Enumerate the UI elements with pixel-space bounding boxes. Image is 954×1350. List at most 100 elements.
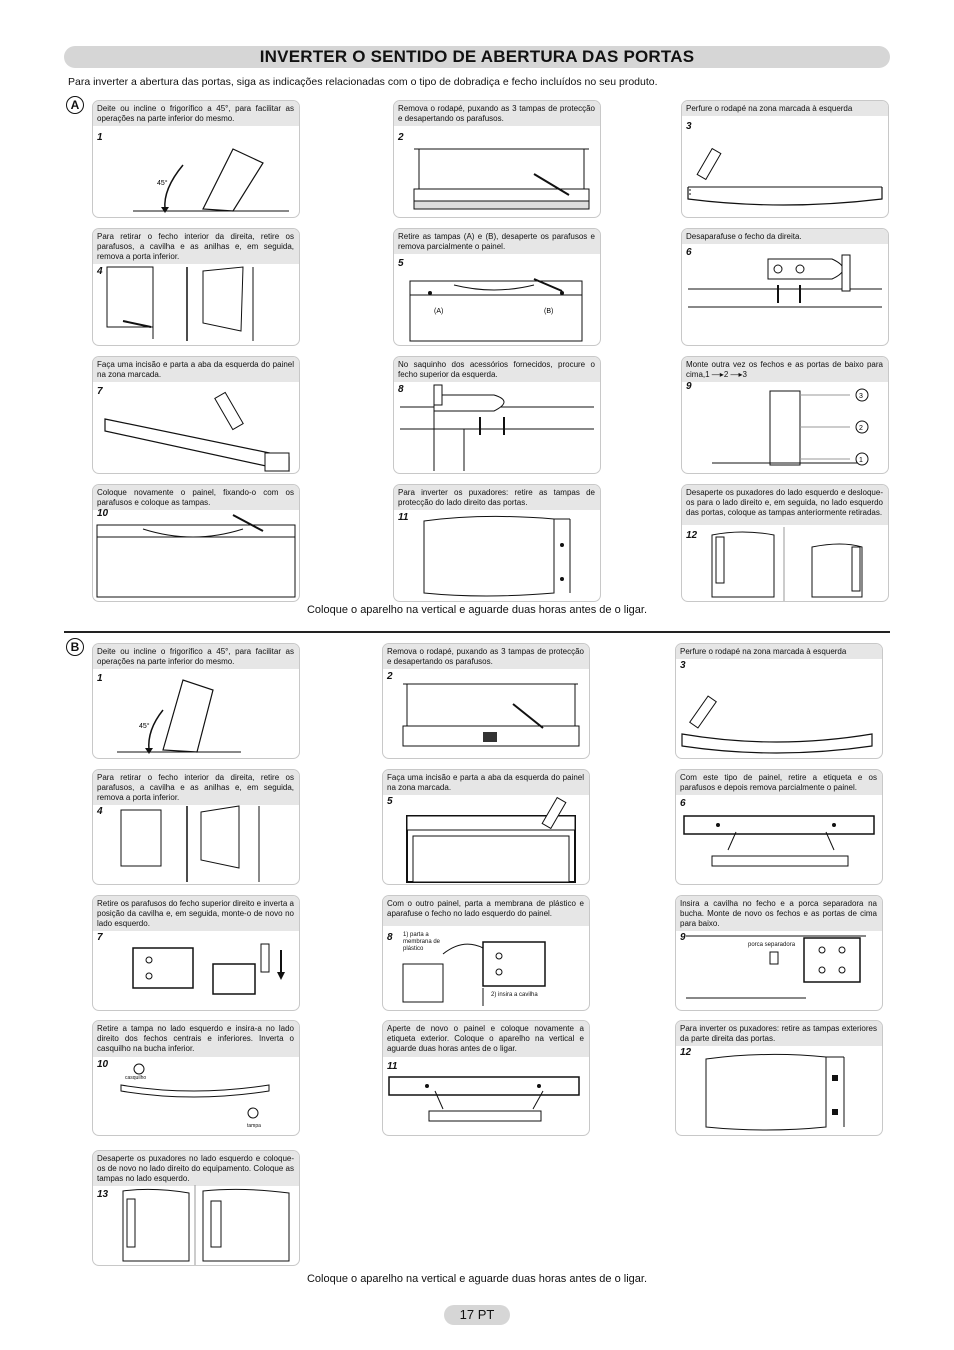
step-caption: Remova o rodapé, puxando as 3 tampas de … xyxy=(394,101,600,126)
b-step-13: Desaperte os puxadores no lado esquerdo … xyxy=(92,1150,300,1266)
panel-caps-illustration: (A) (B) xyxy=(409,278,583,342)
refit-panel-illustration xyxy=(96,514,296,598)
step-number: 2 xyxy=(387,671,393,682)
remove-label-illustration xyxy=(683,815,875,867)
sub-label-1: 1) parta a membrana de plástico xyxy=(403,932,441,952)
a-step-12: Desaperte os puxadores do lado esquerdo … xyxy=(681,484,889,602)
perforate-panel-illustration xyxy=(687,147,883,206)
swap-caps-illustration xyxy=(120,1063,270,1119)
step-caption: Deite ou incline o frigorífico a 45°, pa… xyxy=(93,101,299,126)
b-step-11: Aperte de novo o painel e coloque novame… xyxy=(382,1020,590,1136)
step-caption: Retire a tampa no lado esquerdo e insira… xyxy=(93,1021,299,1057)
step-caption-text: Monte outra vez os fechos e as portas de… xyxy=(686,360,883,379)
step-number: 12 xyxy=(686,530,698,541)
step-number: 11 xyxy=(398,512,409,523)
b-step-2: Remova o rodapé, puxando as 3 tampas de … xyxy=(382,643,590,759)
step-caption: Faça uma incisão e parta a aba da esquer… xyxy=(93,357,299,382)
separator-nut-illustration xyxy=(686,935,866,999)
step-caption: Desaparafuse o fecho da direita. xyxy=(682,229,888,244)
b-step-1: Deite ou incline o frigorífico a 45°, pa… xyxy=(92,643,300,759)
b-step-3: Perfure o rodapé na zona marcada à esque… xyxy=(675,643,883,759)
step-caption: Para retirar o fecho interior da direita… xyxy=(93,770,299,805)
base-panel-illustration xyxy=(402,683,580,747)
step-caption: Remova o rodapé, puxando as 3 tampas de … xyxy=(383,644,589,669)
step-caption: Retire os parafusos do fecho superior di… xyxy=(93,896,299,931)
step-number: 4 xyxy=(97,806,103,817)
marker-2: 2 xyxy=(859,425,863,432)
bushing-label: casquilho xyxy=(125,1075,147,1081)
cut-flap-illustration xyxy=(104,391,290,472)
step-caption: Deite ou incline o frigorífico a 45°, pa… xyxy=(93,644,299,669)
b-step-6: Com este tipo de painel, retire a etique… xyxy=(675,769,883,885)
marker-1: 1 xyxy=(859,457,863,464)
cut-panel-illustration xyxy=(406,796,576,883)
step-number: 5 xyxy=(387,796,393,807)
move-handles-illustration xyxy=(711,527,863,601)
step-caption: Faça uma incisão e parta a aba da esquer… xyxy=(383,770,589,795)
angle-label: 45° xyxy=(157,179,168,187)
section-divider xyxy=(64,631,890,633)
tilt-fridge-illustration: 45° xyxy=(133,148,289,213)
b-step-12: Para inverter os puxadores: retire as ta… xyxy=(675,1020,883,1136)
move-handles-illustration xyxy=(122,1185,290,1265)
step-caption: Desaperte os puxadores do lado esquerdo … xyxy=(682,485,888,525)
sequence-3: 3 xyxy=(742,370,747,379)
b-step-5: Faça uma incisão e parta a aba da esquer… xyxy=(382,769,590,885)
step-number: 8 xyxy=(387,932,393,943)
section-a-note: Coloque o aparelho na vertical e aguarde… xyxy=(306,604,647,616)
step-number: 3 xyxy=(686,121,692,132)
step-number: 5 xyxy=(398,258,404,269)
step-caption: Monte outra vez os fechos e as portas de… xyxy=(682,357,888,382)
step-caption: Com o outro painel, parta a membrana de … xyxy=(383,896,589,926)
step-caption: Insira a cavilha no fecho e a porca sepa… xyxy=(676,896,882,931)
a-step-11: Para inverter os puxadores: retire as ta… xyxy=(393,484,601,602)
step-number: 6 xyxy=(680,798,686,809)
step-caption: Com este tipo de painel, retire a etique… xyxy=(676,770,882,795)
step-caption: Para inverter os puxadores: retire as ta… xyxy=(394,485,600,510)
step-number: 13 xyxy=(97,1189,109,1200)
step-caption: Para inverter os puxadores: retire as ta… xyxy=(676,1021,882,1046)
step-number: 8 xyxy=(398,384,404,395)
invert-hinge-illustration xyxy=(132,943,285,995)
left-hinge-illustration xyxy=(400,384,594,471)
a-step-8: No saquinho dos acessórios fornecidos, p… xyxy=(393,356,601,474)
reassembly-order-illustration: 3 2 1 xyxy=(712,388,869,466)
step-caption: Perfure o rodapé na zona marcada à esque… xyxy=(682,101,888,116)
title-bar: INVERTER O SENTIDO DE ABERTURA DAS PORTA… xyxy=(64,46,890,68)
section-b-note: Coloque o aparelho na vertical e aguarde… xyxy=(306,1273,647,1285)
a-step-5: Retire as tampas (A) e (B), desaperte os… xyxy=(393,228,601,346)
hinge-unscrew-illustration xyxy=(688,254,882,308)
spacer-label: porca separadora xyxy=(748,942,796,948)
step-number: 4 xyxy=(97,266,103,277)
step-caption: Desaperte os puxadores no lado esquerdo … xyxy=(93,1151,299,1186)
handle-caps-illustration xyxy=(423,515,571,597)
step-number: 11 xyxy=(387,1061,398,1072)
a-step-1: Deite ou incline o frigorífico a 45°, pa… xyxy=(92,100,300,218)
a-step-2: Remova o rodapé, puxando as 3 tampas de … xyxy=(393,100,601,218)
sequence-2: 2 xyxy=(723,370,729,379)
a-step-3: Perfure o rodapé na zona marcada à esque… xyxy=(681,100,889,218)
refit-label-illustration xyxy=(388,1076,580,1122)
a-step-4: Para retirar o fecho interior da direita… xyxy=(92,228,300,346)
page-number: 17 PT xyxy=(444,1305,510,1325)
b-step-10: Retire a tampa no lado esquerdo e insira… xyxy=(92,1020,300,1136)
a-step-6: Desaparafuse o fecho da direita. 6 xyxy=(681,228,889,346)
a-step-10: Coloque novamente o painel, fixando-o co… xyxy=(92,484,300,602)
b-step-9: Insira a cavilha no fecho e a porca sepa… xyxy=(675,895,883,1011)
handle-caps-illustration xyxy=(705,1053,845,1131)
cap-label: tampa xyxy=(247,1123,261,1129)
remove-door-illustration xyxy=(120,805,260,882)
step-number: 1 xyxy=(97,673,103,684)
step-number: 9 xyxy=(686,381,692,392)
a-step-9: Monte outra vez os fechos e as portas de… xyxy=(681,356,889,474)
tilt-fridge-illustration: 45° xyxy=(117,679,241,754)
remove-door-illustration xyxy=(106,266,254,341)
a-step-7: Faça uma incisão e parta a aba da esquer… xyxy=(92,356,300,474)
step-number: 12 xyxy=(680,1047,692,1058)
intro-text: Para inverter a abertura das portas, sig… xyxy=(68,76,658,88)
cap-a-label: (A) xyxy=(434,308,443,315)
section-b-label: B xyxy=(66,638,84,656)
step-number: 7 xyxy=(97,932,103,943)
step-number: 9 xyxy=(680,932,686,943)
step-number: 7 xyxy=(97,386,103,397)
